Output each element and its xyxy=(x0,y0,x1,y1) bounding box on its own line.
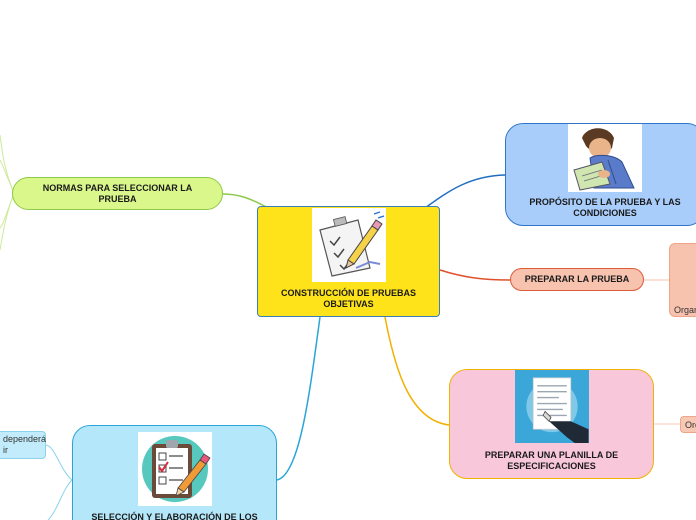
branch-proposito-label: PROPÓSITO DE LA PRUEBA Y LAS CONDICIONES xyxy=(529,197,681,218)
branch-preparar[interactable]: PREPARAR LA PRUEBA xyxy=(510,268,644,291)
subtopic-dependera[interactable]: dependerá ir xyxy=(0,431,46,459)
central-topic-label: CONSTRUCCIÓN DE PRUEBAS OBJETIVAS xyxy=(280,288,416,309)
checklist-pencil-icon xyxy=(311,208,386,282)
link-central-preparar xyxy=(439,269,511,281)
subtopic-orc-label: Orc xyxy=(685,420,696,430)
document-hand-icon xyxy=(514,370,589,443)
branch-planilla-label: PREPARAR UNA PLANILLA DE ESPECIFICACIONE… xyxy=(484,450,619,471)
subtopic-organ-label: Organ xyxy=(674,305,696,315)
link-central-seleccion xyxy=(276,316,321,481)
link-central-planilla xyxy=(384,316,450,426)
branch-seleccion[interactable]: SELECCIÓN Y ELABORACIÓN DE LOS xyxy=(72,425,277,520)
subtopic-orc[interactable]: Orc xyxy=(680,416,696,433)
branch-proposito[interactable]: PROPÓSITO DE LA PRUEBA Y LAS CONDICIONES xyxy=(505,123,696,226)
link-seleccion-dep xyxy=(45,444,73,481)
central-topic[interactable]: CONSTRUCCIÓN DE PRUEBAS OBJETIVAS xyxy=(257,206,440,317)
man-writing-icon xyxy=(568,124,642,192)
clipboard-checklist-icon xyxy=(137,432,212,506)
link-central-normas xyxy=(222,193,269,209)
branch-normas-label: NORMAS PARA SELECCIONAR LA PRUEBA xyxy=(42,182,193,204)
branch-seleccion-label: SELECCIÓN Y ELABORACIÓN DE LOS xyxy=(91,512,258,520)
normas-child-connector xyxy=(0,192,15,251)
branch-normas[interactable]: NORMAS PARA SELECCIONAR LA PRUEBA xyxy=(12,177,223,210)
branch-planilla[interactable]: PREPARAR UNA PLANILLA DE ESPECIFICACIONE… xyxy=(449,369,654,479)
link-seleccion-child xyxy=(47,479,73,520)
subtopic-dependera-line1: dependerá xyxy=(3,434,47,444)
subtopic-organ[interactable]: Organ xyxy=(669,243,696,317)
subtopic-dependera-line2: ir xyxy=(3,445,8,455)
link-central-proposito xyxy=(424,174,506,209)
branch-preparar-label: PREPARAR LA PRUEBA xyxy=(524,274,630,284)
